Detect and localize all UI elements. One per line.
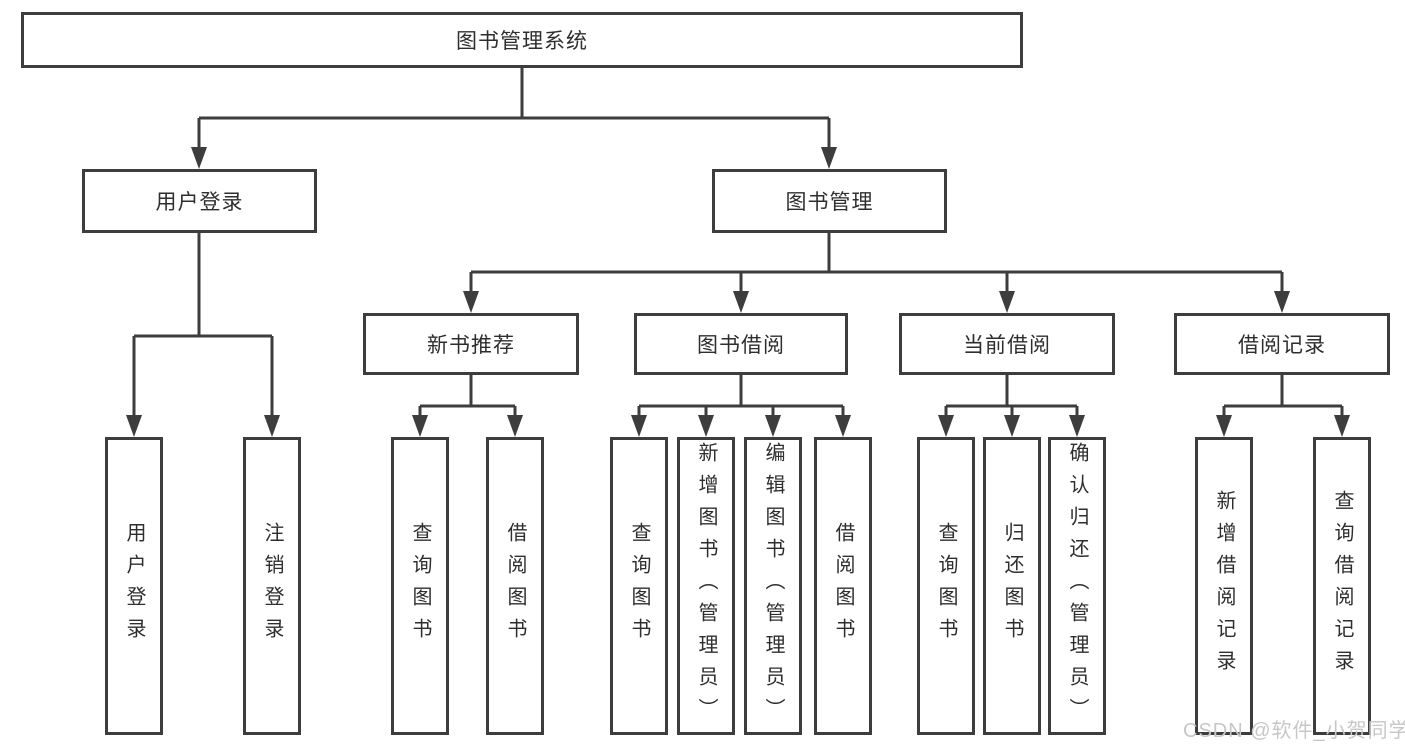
leaf-query-books-borrowing-label: 查询图书 [628, 522, 650, 650]
arrowheads [126, 147, 1350, 437]
node-borrowing-records: 借阅记录 [1174, 313, 1390, 375]
leaf-borrow-books-recommend: 借阅图书 [486, 437, 544, 735]
leaf-edit-books-admin-label: 编辑图书（管理员） [762, 442, 784, 730]
node-root-label: 图书管理系统 [456, 30, 588, 53]
watermark-text: CSDN @软件_小贺同学 [1183, 720, 1405, 742]
node-book-management-label: 图书管理 [785, 191, 874, 214]
node-book-borrowing: 图书借阅 [634, 313, 848, 375]
leaf-borrow-books-borrowing: 借阅图书 [814, 437, 872, 735]
leaf-add-books-admin-label: 新增图书（管理员） [695, 442, 717, 730]
leaf-add-borrow-record: 新增借阅记录 [1195, 437, 1253, 735]
leaf-add-books-admin: 新增图书（管理员） [677, 437, 735, 735]
leaf-query-books-recommend: 查询图书 [391, 437, 449, 735]
tree-edges [132, 68, 1344, 430]
node-current-borrowing: 当前借阅 [899, 313, 1115, 375]
leaf-logout-label: 注销登录 [261, 522, 283, 650]
leaf-return-books: 归还图书 [983, 437, 1041, 735]
node-current-borrowing-label: 当前借阅 [963, 334, 1051, 357]
leaf-query-borrow-record: 查询借阅记录 [1313, 437, 1371, 735]
node-new-book-recommend-label: 新书推荐 [427, 334, 515, 357]
leaf-confirm-return-admin: 确认归还（管理员） [1048, 437, 1106, 735]
leaf-query-books-borrowing: 查询图书 [610, 437, 668, 735]
leaf-confirm-return-admin-label: 确认归还（管理员） [1066, 442, 1088, 730]
node-borrowing-records-label: 借阅记录 [1238, 334, 1326, 357]
leaf-user-login: 用户登录 [105, 437, 163, 735]
node-user-login: 用户登录 [82, 169, 317, 233]
leaf-query-books-current-label: 查询图书 [935, 522, 957, 650]
leaf-return-books-label: 归还图书 [1001, 522, 1023, 650]
node-book-borrowing-label: 图书借阅 [697, 334, 785, 357]
leaf-logout: 注销登录 [243, 437, 301, 735]
leaf-edit-books-admin: 编辑图书（管理员） [744, 437, 802, 735]
leaf-query-books-recommend-label: 查询图书 [409, 522, 431, 650]
node-root: 图书管理系统 [21, 12, 1023, 68]
leaf-query-books-current: 查询图书 [917, 437, 975, 735]
node-user-login-label: 用户登录 [155, 191, 244, 214]
leaf-user-login-label: 用户登录 [123, 522, 145, 650]
leaf-query-borrow-record-label: 查询借阅记录 [1331, 490, 1353, 682]
leaf-borrow-books-borrowing-label: 借阅图书 [832, 522, 854, 650]
leaf-borrow-books-recommend-label: 借阅图书 [504, 522, 526, 650]
leaf-add-borrow-record-label: 新增借阅记录 [1213, 490, 1235, 682]
node-new-book-recommend: 新书推荐 [363, 313, 579, 375]
node-book-management: 图书管理 [712, 169, 947, 233]
